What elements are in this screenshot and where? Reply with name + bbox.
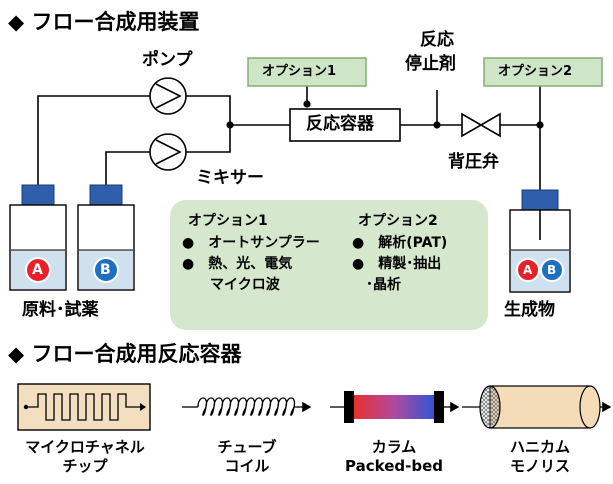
- section1-title: ◆ フロー合成用装置: [8, 10, 200, 34]
- option1-tag-bg: [247, 57, 367, 87]
- option1-tag: オプション1: [262, 64, 337, 79]
- reactor-caption-tube-coil: チューブ コイル: [182, 438, 312, 476]
- reactor-caption-line2: チップ: [62, 456, 108, 475]
- reactor-box: [289, 108, 401, 142]
- option2-tag-bg: [483, 57, 603, 87]
- bottle-b: [77, 184, 135, 291]
- option2-item-3: ･晶析: [352, 277, 401, 293]
- option1-item-1: ● オートサンプラー: [182, 235, 320, 251]
- option2-item-1: ● 解析(PAT): [352, 235, 448, 251]
- bottle-b-letter: B: [100, 262, 111, 278]
- reactor-caption-line1: マイクロチャネル: [25, 438, 145, 456]
- tube-coil-icon: [182, 397, 312, 416]
- product-a-letter: A: [523, 263, 533, 277]
- product-label: 生成物: [504, 300, 555, 320]
- option1-title: オプション1: [188, 213, 268, 229]
- option2-item-2: ● 精製･抽出: [352, 256, 442, 272]
- pump-1: [149, 77, 187, 115]
- reactor-caption-line1: カラム: [371, 438, 417, 456]
- product-bottle: [509, 189, 571, 293]
- reactor-label: 反応容器: [306, 114, 374, 134]
- reactor-caption-line1: ハニカム: [509, 438, 570, 456]
- mixer-label: ミキサー: [196, 168, 264, 188]
- reactor-caption-honeycomb: ハニカム モノリス: [478, 438, 602, 476]
- reactor-caption-line2: モノリス: [509, 456, 570, 475]
- quench-label-line1: 反応: [420, 30, 454, 50]
- bottle-a-letter: A: [32, 262, 43, 278]
- reactor-caption-microchannel: マイクロチャネル チップ: [0, 438, 170, 476]
- options-box-bg: [170, 200, 488, 330]
- packed-bed-column-icon: [330, 391, 460, 423]
- option2-title: オプション2: [358, 213, 438, 229]
- reactor-caption-line2: Packed-bed: [345, 456, 443, 475]
- back-pressure-label: 背圧弁: [448, 152, 499, 172]
- bottle-a: [9, 184, 67, 291]
- option1-item-2: ● 熱、光、電気: [182, 256, 293, 272]
- honeycomb-monolith-icon: [462, 385, 612, 429]
- reactor-caption-line2: コイル: [224, 456, 270, 475]
- pump-label: ポンプ: [142, 50, 193, 70]
- quench-label-line2: 停止剤: [405, 54, 456, 74]
- microchannel-chip-icon: [17, 383, 151, 431]
- raw-materials-label: 原料･試薬: [22, 300, 99, 320]
- section2-title: ◆ フロー合成用反応容器: [8, 342, 242, 366]
- product-b-letter: B: [547, 263, 557, 277]
- pump-2: [149, 133, 187, 171]
- back-pressure-valve-icon: [461, 112, 501, 138]
- option1-item-3: マイクロ波: [182, 277, 280, 293]
- junction-dots: [226, 100, 544, 129]
- reactor-caption-line1: チューブ: [217, 438, 277, 456]
- reactor-caption-column: カラム Packed-bed: [330, 438, 458, 476]
- option2-tag: オプション2: [498, 64, 573, 79]
